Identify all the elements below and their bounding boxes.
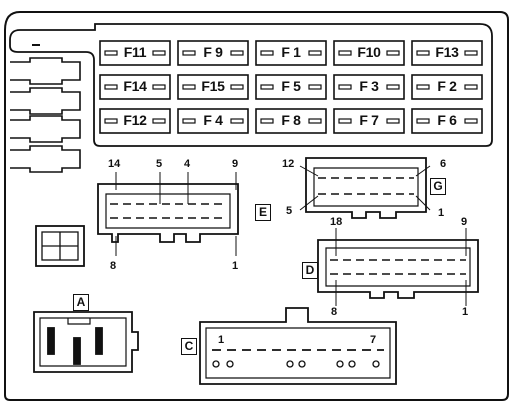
fuse-slot — [411, 74, 483, 100]
connector-e-pin-9: 9 — [232, 158, 239, 170]
connector-e-pin-14: 14 — [108, 158, 121, 170]
connector-d-pin-9: 9 — [461, 216, 468, 228]
fuse-label: F 2 — [437, 78, 457, 94]
fuse-label: F 9 — [203, 44, 223, 60]
fuse-label: F13 — [435, 44, 459, 60]
fuse-slot — [99, 74, 171, 100]
fuse-grid — [99, 40, 483, 134]
fuse-label: F11 — [123, 44, 147, 60]
fuse-slot — [255, 40, 327, 66]
fuse-label: F 3 — [359, 78, 379, 94]
fuse-slot — [411, 40, 483, 66]
connector-g — [299, 157, 431, 219]
fuse-label: F 7 — [359, 112, 379, 128]
fuse-slot — [177, 40, 249, 66]
connector-e-pin-4: 4 — [184, 158, 191, 170]
connector-c-label: C — [181, 338, 197, 355]
fuse-label: F12 — [123, 112, 147, 128]
connector-e — [97, 172, 239, 256]
connector-d-pin-8: 8 — [331, 306, 338, 318]
fuse-label: F 4 — [203, 112, 223, 128]
fuse-panel-outline — [9, 23, 493, 147]
fuse-label: F10 — [357, 44, 381, 60]
connector-g-label: G — [430, 178, 446, 195]
fuse-slot — [99, 108, 171, 134]
connector-a-label: A — [73, 294, 89, 311]
fuse-slot — [177, 74, 249, 100]
fuse-slot — [255, 108, 327, 134]
fuse-slot — [177, 108, 249, 134]
fuse-slot — [411, 108, 483, 134]
connector-e-label: E — [255, 204, 271, 221]
fuse-slot — [333, 74, 405, 100]
connector-e-pin-5: 5 — [156, 158, 163, 170]
connector-e-pin-1: 1 — [232, 260, 239, 272]
fuse-label: F 8 — [281, 112, 301, 128]
connector-d-pin-1: 1 — [462, 306, 469, 318]
left-relay-tabs — [10, 57, 81, 173]
fuse-slot — [333, 40, 405, 66]
fuse-slot — [333, 108, 405, 134]
fuse-label: F15 — [201, 78, 225, 94]
connector-g-pin-6: 6 — [440, 158, 447, 170]
connector-c — [199, 307, 397, 385]
connector-c-pin-7: 7 — [370, 334, 377, 346]
fuse-slot — [99, 40, 171, 66]
fuse-label: F 1 — [281, 44, 301, 60]
connector-d — [317, 228, 479, 306]
fuse-label: F 5 — [281, 78, 301, 94]
connector-g-pin-12: 12 — [282, 158, 295, 170]
fuse-slot — [255, 74, 327, 100]
relay-socket — [35, 225, 85, 267]
connector-d-pin-18: 18 — [330, 216, 343, 228]
connector-a — [33, 311, 139, 373]
fuse-label: F14 — [123, 78, 147, 94]
connector-e-pin-8: 8 — [110, 260, 117, 272]
connector-g-pin-1: 1 — [438, 207, 445, 219]
connector-g-pin-5: 5 — [286, 205, 293, 217]
fuse-box-housing — [4, 11, 509, 401]
connector-c-pin-1: 1 — [218, 334, 225, 346]
fuse-label: F 6 — [437, 112, 457, 128]
connector-d-label: D — [302, 262, 318, 279]
